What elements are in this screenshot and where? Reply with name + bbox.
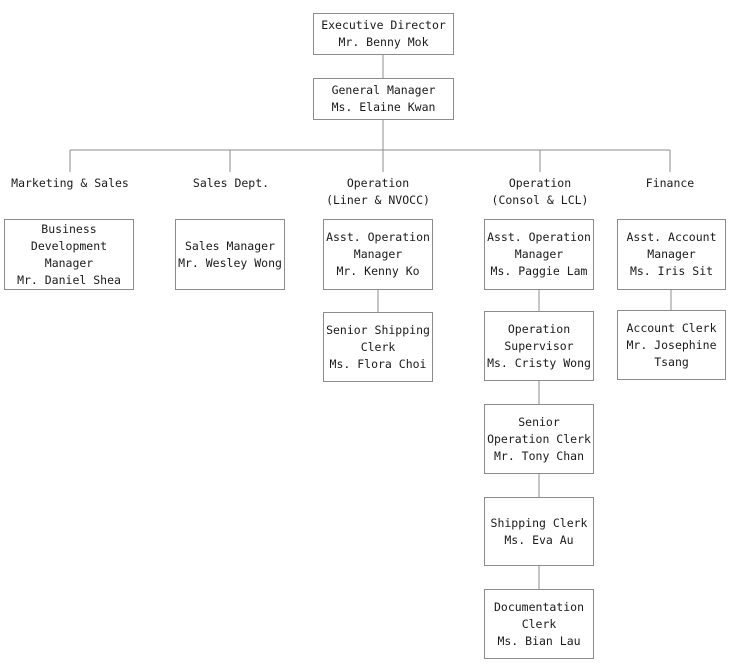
person-name: Mr. Tony Chan <box>493 448 584 463</box>
person-name: Ms. Elaine Kwan <box>331 100 436 114</box>
dept-label: Finance <box>645 176 695 190</box>
finance-account-clerk-box: Account Clerk Mr. Josephine Tsang <box>617 310 726 380</box>
position-title: Executive Director <box>321 18 446 32</box>
consol-shipping-clerk-box: Shipping Clerk Ms. Eva Au <box>484 497 594 566</box>
position-title: General Manager <box>331 83 436 97</box>
consol-operation-supervisor-box: Operation Supervisor Ms. Cristy Wong <box>484 311 594 381</box>
consol-documentation-clerk-box: Documentation Clerk Ms. Bian Lau <box>484 589 594 659</box>
position-title-line: Asst. Operation <box>487 230 591 244</box>
person-name: Mr. Daniel Shea <box>17 272 121 287</box>
person-name-line: Tsang <box>654 354 689 369</box>
person-name: Ms. Eva Au <box>504 532 574 547</box>
person-name: Mr. Benny Mok <box>338 35 429 49</box>
position-title-line: Operation <box>507 321 571 336</box>
dept-label-line2: (Liner & NVOCC) <box>326 193 430 207</box>
position-title-line: Asst. Operation <box>326 230 430 244</box>
position-title-line: Documentation <box>493 599 584 614</box>
person-name: Ms. Iris Sit <box>629 264 714 278</box>
dept-sales: Sales Dept. <box>193 175 269 192</box>
position-title-line: Clerk <box>360 339 396 354</box>
position-title-line: Account Clerk <box>626 320 717 335</box>
position-title-line: Manager <box>647 247 696 261</box>
dept-label-line1: Operation <box>346 176 410 190</box>
dept-operation-liner: Operation (Liner & NVOCC) <box>326 175 430 209</box>
person-name-line: Mr. Josephine <box>626 337 717 352</box>
person-name: Ms. Paggie Lam <box>490 264 588 278</box>
position-title-line: Development <box>30 238 108 253</box>
dept-label-line1: Operation <box>508 176 572 190</box>
person-name: Mr. Wesley Wong <box>178 255 282 270</box>
dept-marketing-sales: Marketing & Sales <box>11 175 129 192</box>
position-title-line: Operation Clerk <box>487 431 591 446</box>
dept-label: Sales Dept. <box>192 176 270 190</box>
dept-finance: Finance <box>646 175 694 192</box>
position-title-line: Manager <box>44 255 94 270</box>
position-title: Sales Manager <box>184 238 275 253</box>
dept-operation-consol: Operation (Consol & LCL) <box>492 175 589 209</box>
dept-label-line2: (Consol & LCL) <box>491 193 589 207</box>
finance-asst-account-manager-box: Asst. Account Manager Ms. Iris Sit <box>617 219 726 290</box>
general-manager-box: General Manager Ms. Elaine Kwan <box>313 78 454 120</box>
executive-director-box: Executive Director Mr. Benny Mok <box>313 13 454 55</box>
person-name: Mr. Kenny Ko <box>336 264 420 278</box>
consol-asst-operation-manager-box: Asst. Operation Manager Ms. Paggie Lam <box>484 219 594 290</box>
business-development-manager-box: Business Development Manager Mr. Daniel … <box>4 219 134 290</box>
position-title-line: Business <box>41 221 97 236</box>
person-name: Ms. Flora Choi <box>329 356 427 371</box>
liner-senior-shipping-clerk-box: Senior Shipping Clerk Ms. Flora Choi <box>323 312 433 382</box>
person-name: Ms. Bian Lau <box>497 633 581 648</box>
person-name: Ms. Cristy Wong <box>487 355 591 370</box>
position-title-line: Shipping Clerk <box>490 515 588 530</box>
position-title-line: Senior <box>518 414 560 429</box>
consol-senior-operation-clerk-box: Senior Operation Clerk Mr. Tony Chan <box>484 404 594 474</box>
position-title-line: Asst. Account <box>626 230 717 244</box>
liner-asst-operation-manager-box: Asst. Operation Manager Mr. Kenny Ko <box>323 219 433 290</box>
position-title-line: Manager <box>514 247 564 261</box>
dept-label: Marketing & Sales <box>11 176 129 190</box>
position-title-line: Clerk <box>521 616 557 631</box>
position-title-line: Manager <box>353 247 403 261</box>
position-title-line: Supervisor <box>504 338 574 353</box>
position-title-line: Senior Shipping <box>326 322 430 337</box>
sales-manager-box: Sales Manager Mr. Wesley Wong <box>175 219 285 290</box>
